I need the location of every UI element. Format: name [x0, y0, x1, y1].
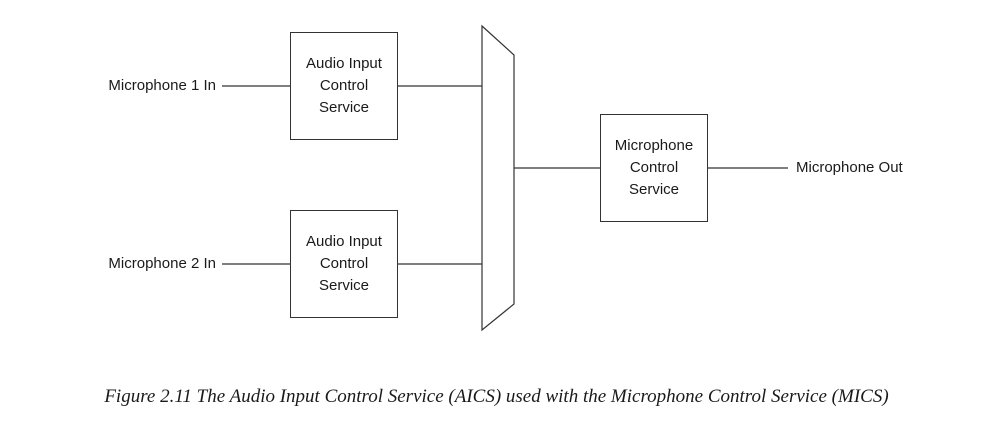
aics2-line-1: Audio Input [306, 233, 382, 250]
aics2-line-2: Control [319, 255, 369, 272]
mics-line-1: Microphone [614, 137, 694, 154]
aics2-line-3: Service [318, 277, 370, 294]
aics1-line-1: Audio Input [306, 55, 382, 72]
aics-box-2: Audio Input Control Service [290, 210, 398, 318]
aics1-line-3: Service [318, 99, 370, 116]
aics-box-1: Audio Input Control Service [290, 32, 398, 140]
multiplexer-shape [481, 24, 515, 332]
mics-box: Microphone Control Service [600, 114, 708, 222]
mic1-in-label: Microphone 1 In [108, 77, 216, 94]
figure-caption: Figure 2.11 The Audio Input Control Serv… [104, 386, 889, 407]
aics1-line-2: Control [319, 77, 369, 94]
mics-line-2: Control [629, 159, 679, 176]
mic2-in-label: Microphone 2 In [108, 255, 216, 272]
mics-line-3: Service [628, 181, 680, 198]
mic-out-label: Microphone Out [796, 159, 903, 176]
